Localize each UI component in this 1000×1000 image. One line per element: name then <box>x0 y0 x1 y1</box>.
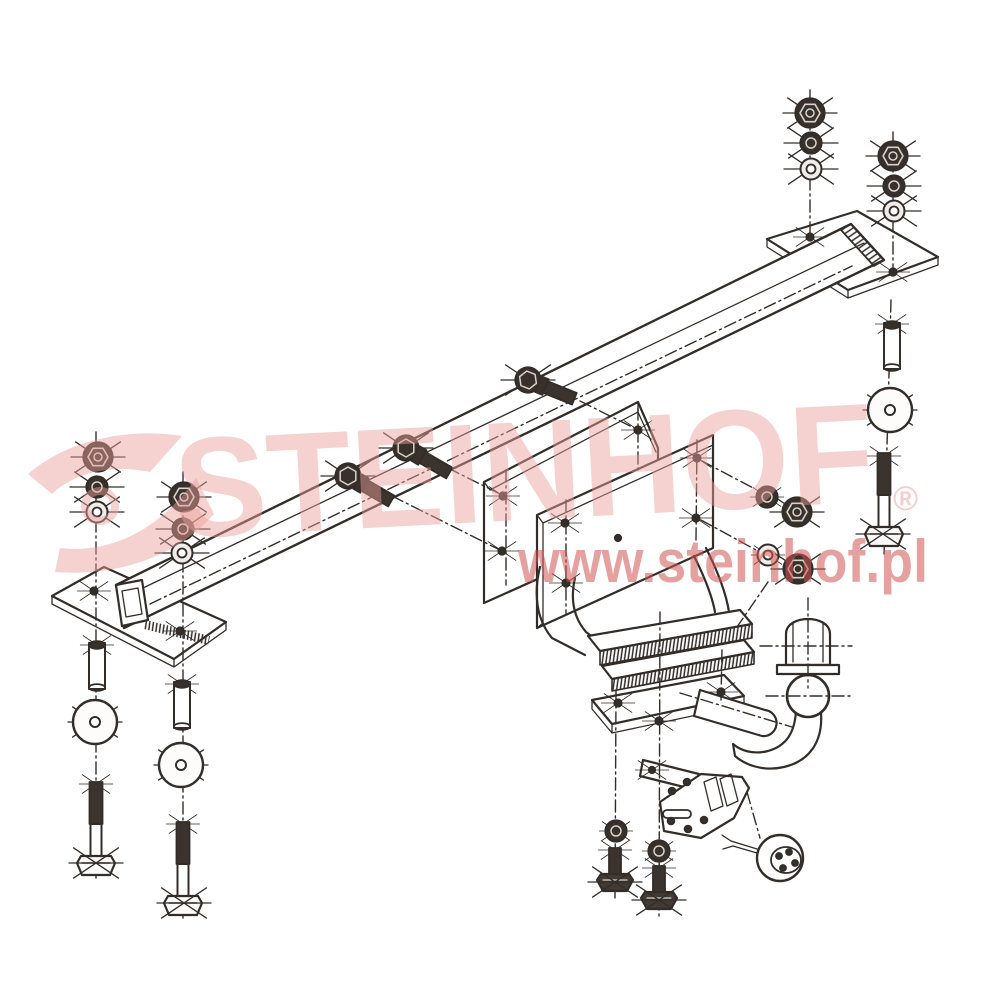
watermark-layer: STEINHOF ® www.steinhof.pl <box>28 374 928 595</box>
ball-cap <box>759 597 853 689</box>
swan-neck <box>679 688 823 770</box>
registered-trademark-symbol: ® <box>893 480 918 518</box>
socket-plate-fasteners <box>586 819 688 917</box>
beam-axis-centerline <box>149 265 853 605</box>
ball-tongue <box>692 688 778 738</box>
watermark-url: www.steinhof.pl <box>517 528 928 595</box>
right-plate-nut-stack-1 <box>781 96 840 246</box>
right-plate-nut-stack-2 <box>864 139 923 281</box>
left-plate-nut-stack-2 <box>153 480 213 640</box>
socket-mounting-plate <box>658 772 751 840</box>
seven-pin-socket <box>721 791 805 883</box>
steinhof-swoosh-logo <box>28 433 214 573</box>
watermark-wordmark: STEINHOF <box>170 374 877 569</box>
socket-leader-line <box>746 791 761 839</box>
plate-slot <box>662 809 692 819</box>
cross-beam <box>114 222 886 645</box>
u-strap <box>535 546 756 692</box>
line-art-layer <box>50 89 940 920</box>
beam-end-mouth <box>114 578 150 628</box>
left-plate-nut-stack-1 <box>68 440 127 600</box>
beam-end-cap <box>840 223 885 267</box>
center-bracket-front-plate <box>535 433 714 630</box>
